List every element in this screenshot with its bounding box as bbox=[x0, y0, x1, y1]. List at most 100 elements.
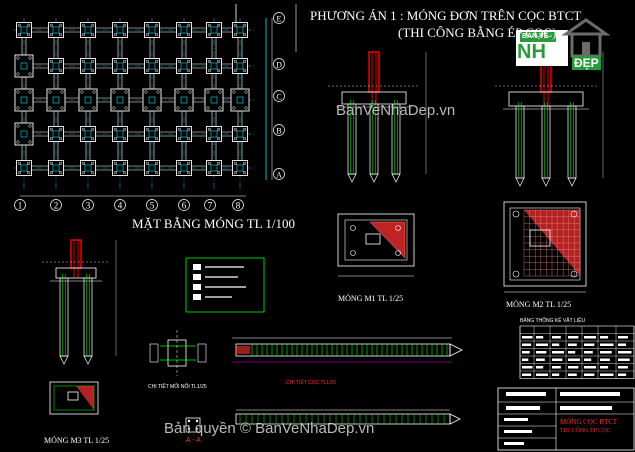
pile bbox=[177, 161, 182, 166]
column bbox=[70, 239, 82, 269]
pile bbox=[28, 124, 32, 128]
pile bbox=[186, 23, 191, 28]
pile bbox=[233, 127, 238, 132]
table-cell-mark bbox=[568, 336, 579, 339]
section-label: A - A bbox=[186, 437, 201, 444]
pile bbox=[90, 127, 95, 132]
pile bbox=[186, 136, 191, 141]
footing bbox=[144, 126, 160, 142]
footing bbox=[176, 126, 192, 142]
pile bbox=[232, 106, 236, 110]
pile-tip bbox=[391, 173, 401, 183]
pile bbox=[90, 32, 95, 37]
m2-caption: MÓNG M2 TL 1/25 bbox=[506, 300, 572, 309]
footing bbox=[232, 126, 248, 142]
pile bbox=[154, 59, 159, 64]
table-cell-mark bbox=[536, 343, 548, 346]
footing bbox=[80, 58, 96, 74]
footing bbox=[112, 22, 128, 38]
column bbox=[148, 26, 156, 34]
pile bbox=[177, 59, 182, 64]
footing-m2-detail bbox=[503, 201, 587, 293]
foundation-elevations bbox=[42, 51, 604, 365]
pile bbox=[122, 59, 127, 64]
pile bbox=[144, 106, 148, 110]
pile-joint-detail bbox=[149, 330, 207, 376]
pile bbox=[177, 32, 182, 37]
axis-number: 4 bbox=[118, 201, 123, 211]
pile bbox=[207, 170, 212, 175]
footing bbox=[206, 160, 222, 176]
table-cell-mark bbox=[600, 366, 609, 369]
axis-letter: B bbox=[276, 127, 281, 136]
axis-letter: C bbox=[276, 93, 281, 102]
pile bbox=[207, 127, 212, 132]
pile bbox=[49, 23, 54, 28]
pile bbox=[48, 90, 52, 94]
pile bbox=[242, 68, 247, 73]
footing bbox=[14, 88, 34, 112]
axis-number: 3 bbox=[86, 201, 91, 211]
footing bbox=[230, 88, 250, 112]
pile bbox=[90, 170, 95, 175]
table-cell-mark bbox=[618, 373, 627, 376]
pile bbox=[188, 90, 192, 94]
footing bbox=[206, 22, 222, 38]
pile-cap bbox=[55, 267, 97, 279]
column bbox=[116, 130, 124, 138]
pile-tip bbox=[369, 173, 379, 183]
pile bbox=[49, 161, 54, 166]
pile bbox=[176, 106, 180, 110]
column bbox=[180, 26, 188, 34]
column bbox=[148, 96, 156, 104]
pile bbox=[515, 105, 525, 179]
pile bbox=[28, 72, 32, 76]
pile bbox=[49, 32, 54, 37]
footing bbox=[144, 160, 160, 176]
footing bbox=[16, 22, 32, 38]
axis-bubble bbox=[204, 199, 216, 211]
footing bbox=[112, 160, 128, 176]
table-cell-mark bbox=[552, 351, 564, 354]
pile bbox=[244, 90, 248, 94]
pile bbox=[16, 56, 20, 60]
pile bbox=[216, 170, 221, 175]
pile bbox=[177, 23, 182, 28]
column bbox=[116, 96, 124, 104]
table-cell-mark bbox=[536, 351, 547, 354]
table-cell-mark bbox=[522, 336, 533, 339]
footing bbox=[14, 122, 34, 146]
pile bbox=[81, 32, 86, 37]
pile bbox=[207, 23, 212, 28]
pile bbox=[58, 68, 63, 73]
pile bbox=[242, 23, 247, 28]
footing bbox=[176, 58, 192, 74]
column bbox=[20, 62, 28, 70]
table-cell-mark bbox=[600, 343, 614, 346]
pile bbox=[16, 90, 20, 94]
table-cell-mark bbox=[600, 336, 609, 339]
pile bbox=[242, 127, 247, 132]
axis-letter: E bbox=[277, 15, 282, 24]
table-cell-mark bbox=[618, 358, 630, 361]
pile-detail-caption: CHI TIẾT CỌC TL1/25 bbox=[286, 380, 337, 386]
column bbox=[236, 26, 244, 34]
axis-bubble bbox=[232, 199, 244, 211]
column bbox=[180, 164, 188, 172]
pile bbox=[113, 170, 118, 175]
pile-cap bbox=[508, 91, 584, 107]
pile bbox=[176, 90, 180, 94]
pile bbox=[28, 56, 32, 60]
table-cell-mark bbox=[618, 343, 627, 346]
pile bbox=[26, 170, 31, 175]
axis-bubble bbox=[273, 168, 285, 180]
pile bbox=[177, 170, 182, 175]
pile bbox=[233, 23, 238, 28]
pile bbox=[233, 170, 238, 175]
pile bbox=[58, 170, 63, 175]
axis-bubble bbox=[273, 12, 285, 24]
pile bbox=[58, 127, 63, 132]
column bbox=[52, 164, 60, 172]
pile bbox=[242, 161, 247, 166]
